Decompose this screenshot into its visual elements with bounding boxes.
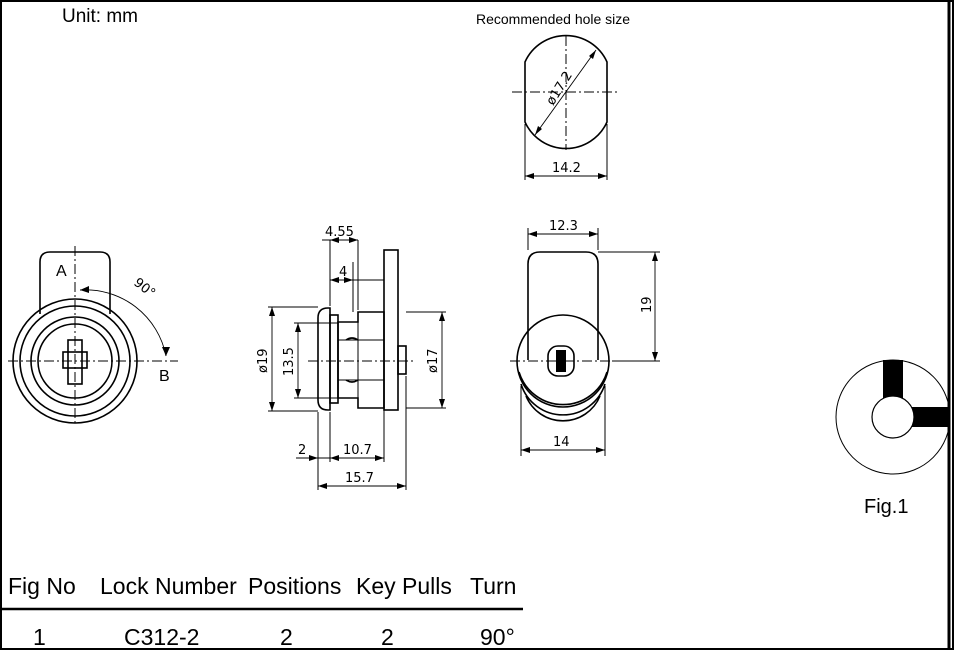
dim-2-label: 2 xyxy=(298,443,306,458)
recommended-hole-view: ø17.2 14.2 xyxy=(512,34,620,180)
dim-4-55-label: 4.55 xyxy=(325,225,354,240)
table-header-turn: Turn xyxy=(470,573,516,599)
rear-cam-view: 12.3 19 14 xyxy=(510,219,660,456)
thread-diameter-label: ø17 xyxy=(426,349,441,374)
table-cell-turn: 90° xyxy=(480,624,515,650)
dim-14-label: 14 xyxy=(553,435,570,450)
table-header-key-pulls: Key Pulls xyxy=(356,573,452,599)
position-symbol xyxy=(835,359,951,475)
position-a-label: A xyxy=(56,263,67,280)
hole-size-title: Recommended hole size xyxy=(476,11,630,27)
hole-diameter-label: ø17.2 xyxy=(544,69,576,108)
dim-12-3-label: 12.3 xyxy=(549,219,578,234)
position-b-label: B xyxy=(159,368,170,385)
side-profile-view: ø19 13.5 ø17 4.55 4 xyxy=(256,225,446,490)
table-cell-lock-number: C312-2 xyxy=(124,624,199,650)
dim-4-label: 4 xyxy=(339,265,347,280)
table-cell-positions: 2 xyxy=(280,624,293,650)
table-cell-fig-no: 1 xyxy=(33,624,46,650)
front-key-view: A B 90° xyxy=(8,246,178,426)
table-header-positions: Positions xyxy=(248,573,341,599)
table-header-lock-number: Lock Number xyxy=(100,573,237,599)
table-cell-key-pulls: 2 xyxy=(381,624,394,650)
thread-height-label: 13.5 xyxy=(282,347,297,376)
turn-angle-label: 90° xyxy=(131,275,158,301)
dim-15-7-label: 15.7 xyxy=(345,471,374,486)
hole-width-label: 14.2 xyxy=(552,161,581,176)
dim-10-7-label: 10.7 xyxy=(343,443,372,458)
figure-label: Fig.1 xyxy=(864,496,908,518)
unit-label: Unit: mm xyxy=(62,6,138,27)
table-header-fig-no: Fig No xyxy=(8,573,76,599)
spec-table: Fig No Lock Number Positions Key Pulls T… xyxy=(0,573,523,650)
body-diameter-label: ø19 xyxy=(256,349,271,374)
dim-19-label: 19 xyxy=(640,296,655,313)
